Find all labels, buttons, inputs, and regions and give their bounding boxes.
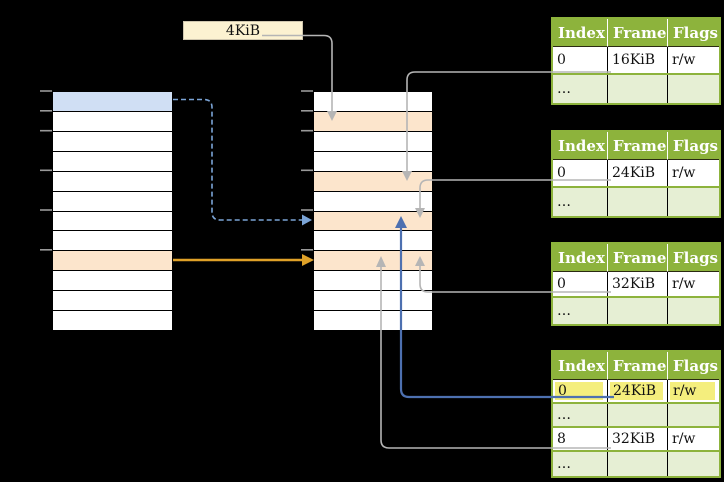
cell-index: … <box>553 298 608 324</box>
physical-row-1-highlight-orange <box>314 111 432 132</box>
cell-flags <box>668 452 719 476</box>
physical-row-7 <box>314 231 432 252</box>
virtual-row-11 <box>53 311 172 331</box>
physical-row-8-highlight-orange <box>314 251 432 272</box>
physical-row-6-highlight-orange <box>314 211 432 232</box>
cell-frame <box>608 298 668 324</box>
highlight-mark: 0 <box>555 382 603 400</box>
table-1-row-0: 0 16KiB r/w <box>553 47 719 75</box>
header-frame: Frame <box>608 244 668 272</box>
cell-index: 0 <box>553 380 608 402</box>
arrow-virtual-orange <box>173 254 314 266</box>
table-3-header: Index Frame Flags <box>553 244 719 272</box>
virtual-row-5 <box>53 191 172 212</box>
virtual-row-3 <box>53 151 172 172</box>
table-2-row-0: 0 24KiB r/w <box>553 160 719 188</box>
physical-row-11 <box>314 311 432 331</box>
table-3-row-ellipsis: … <box>553 298 719 324</box>
page-table-entries-1: Index Frame Flags 0 16KiB r/w … <box>551 17 721 105</box>
virtual-row-4 <box>53 171 172 192</box>
table-4-header: Index Frame Flags <box>553 352 719 380</box>
table-1-row-ellipsis: … <box>553 75 719 103</box>
highlight-mark: 24KiB <box>610 382 663 400</box>
header-frame: Frame <box>608 352 668 380</box>
header-index: Index <box>553 132 608 160</box>
header-flags: Flags <box>668 244 719 272</box>
cell-frame <box>608 188 668 216</box>
cell-frame <box>608 452 668 476</box>
table-2-row-ellipsis: … <box>553 188 719 216</box>
arrow-virtual-blue-dashed <box>173 98 312 226</box>
physical-row-5 <box>314 191 432 212</box>
cell-flags <box>668 75 719 103</box>
cell-flags: r/w <box>668 428 719 450</box>
table-4-row-0-highlighted: 0 24KiB r/w <box>553 380 719 404</box>
virtual-row-7 <box>53 231 172 252</box>
cell-index: 8 <box>553 428 608 450</box>
header-index: Index <box>553 244 608 272</box>
physical-row-10 <box>314 291 432 312</box>
physical-row-0 <box>314 92 432 112</box>
cell-flags: r/w <box>668 160 719 186</box>
table-3-row-0: 0 32KiB r/w <box>553 272 719 298</box>
physical-row-9 <box>314 271 432 292</box>
page-size-label: 4KiB <box>225 22 261 39</box>
header-frame: Frame <box>608 132 668 160</box>
physical-row-2 <box>314 131 432 152</box>
table-4-row-ellipsis-2: … <box>553 452 719 476</box>
cell-index: … <box>553 452 608 476</box>
cell-frame: 24KiB <box>608 160 668 186</box>
physical-memory-table <box>313 91 433 331</box>
cell-flags <box>668 404 719 426</box>
cell-index: … <box>553 75 608 103</box>
virtual-memory-table <box>52 91 173 331</box>
virtual-row-1 <box>53 111 172 132</box>
table-1-header: Index Frame Flags <box>553 19 719 47</box>
page-table-entries-2: Index Frame Flags 0 24KiB r/w … <box>551 130 721 218</box>
physical-row-3 <box>314 151 432 172</box>
header-index: Index <box>553 352 608 380</box>
header-flags: Flags <box>668 19 719 47</box>
cell-index: 0 <box>553 47 608 73</box>
cell-index: 0 <box>553 160 608 186</box>
cell-frame: 16KiB <box>608 47 668 73</box>
cell-frame: 24KiB <box>608 380 668 402</box>
page-size-box: 4KiB <box>183 21 303 40</box>
virtual-row-2 <box>53 131 172 152</box>
cell-flags: r/w <box>668 380 719 402</box>
virtual-row-10 <box>53 291 172 312</box>
highlight-mark: r/w <box>670 382 715 400</box>
cell-frame <box>608 404 668 426</box>
cell-frame <box>608 75 668 103</box>
virtual-row-9 <box>53 271 172 292</box>
page-table-entries-3: Index Frame Flags 0 32KiB r/w … <box>551 242 721 326</box>
cell-frame: 32KiB <box>608 428 668 450</box>
table-4-row-2: 8 32KiB r/w <box>553 428 719 452</box>
cell-frame: 32KiB <box>608 272 668 296</box>
header-flags: Flags <box>668 352 719 380</box>
cell-index: 0 <box>553 272 608 296</box>
header-index: Index <box>553 19 608 47</box>
table-4-row-ellipsis-1: … <box>553 404 719 428</box>
cell-flags <box>668 188 719 216</box>
physical-row-4-highlight-orange <box>314 171 432 192</box>
cell-index: … <box>553 188 608 216</box>
cell-flags <box>668 298 719 324</box>
header-flags: Flags <box>668 132 719 160</box>
cell-index: … <box>553 404 608 426</box>
cell-flags: r/w <box>668 272 719 296</box>
virtual-row-8-highlight-orange <box>53 251 172 272</box>
virtual-row-6 <box>53 211 172 232</box>
table-2-header: Index Frame Flags <box>553 132 719 160</box>
page-table-entries-4: Index Frame Flags 0 24KiB r/w … 8 32KiB … <box>551 350 721 478</box>
cell-flags: r/w <box>668 47 719 73</box>
header-frame: Frame <box>608 19 668 47</box>
virtual-row-0-highlight-blue <box>53 92 172 112</box>
